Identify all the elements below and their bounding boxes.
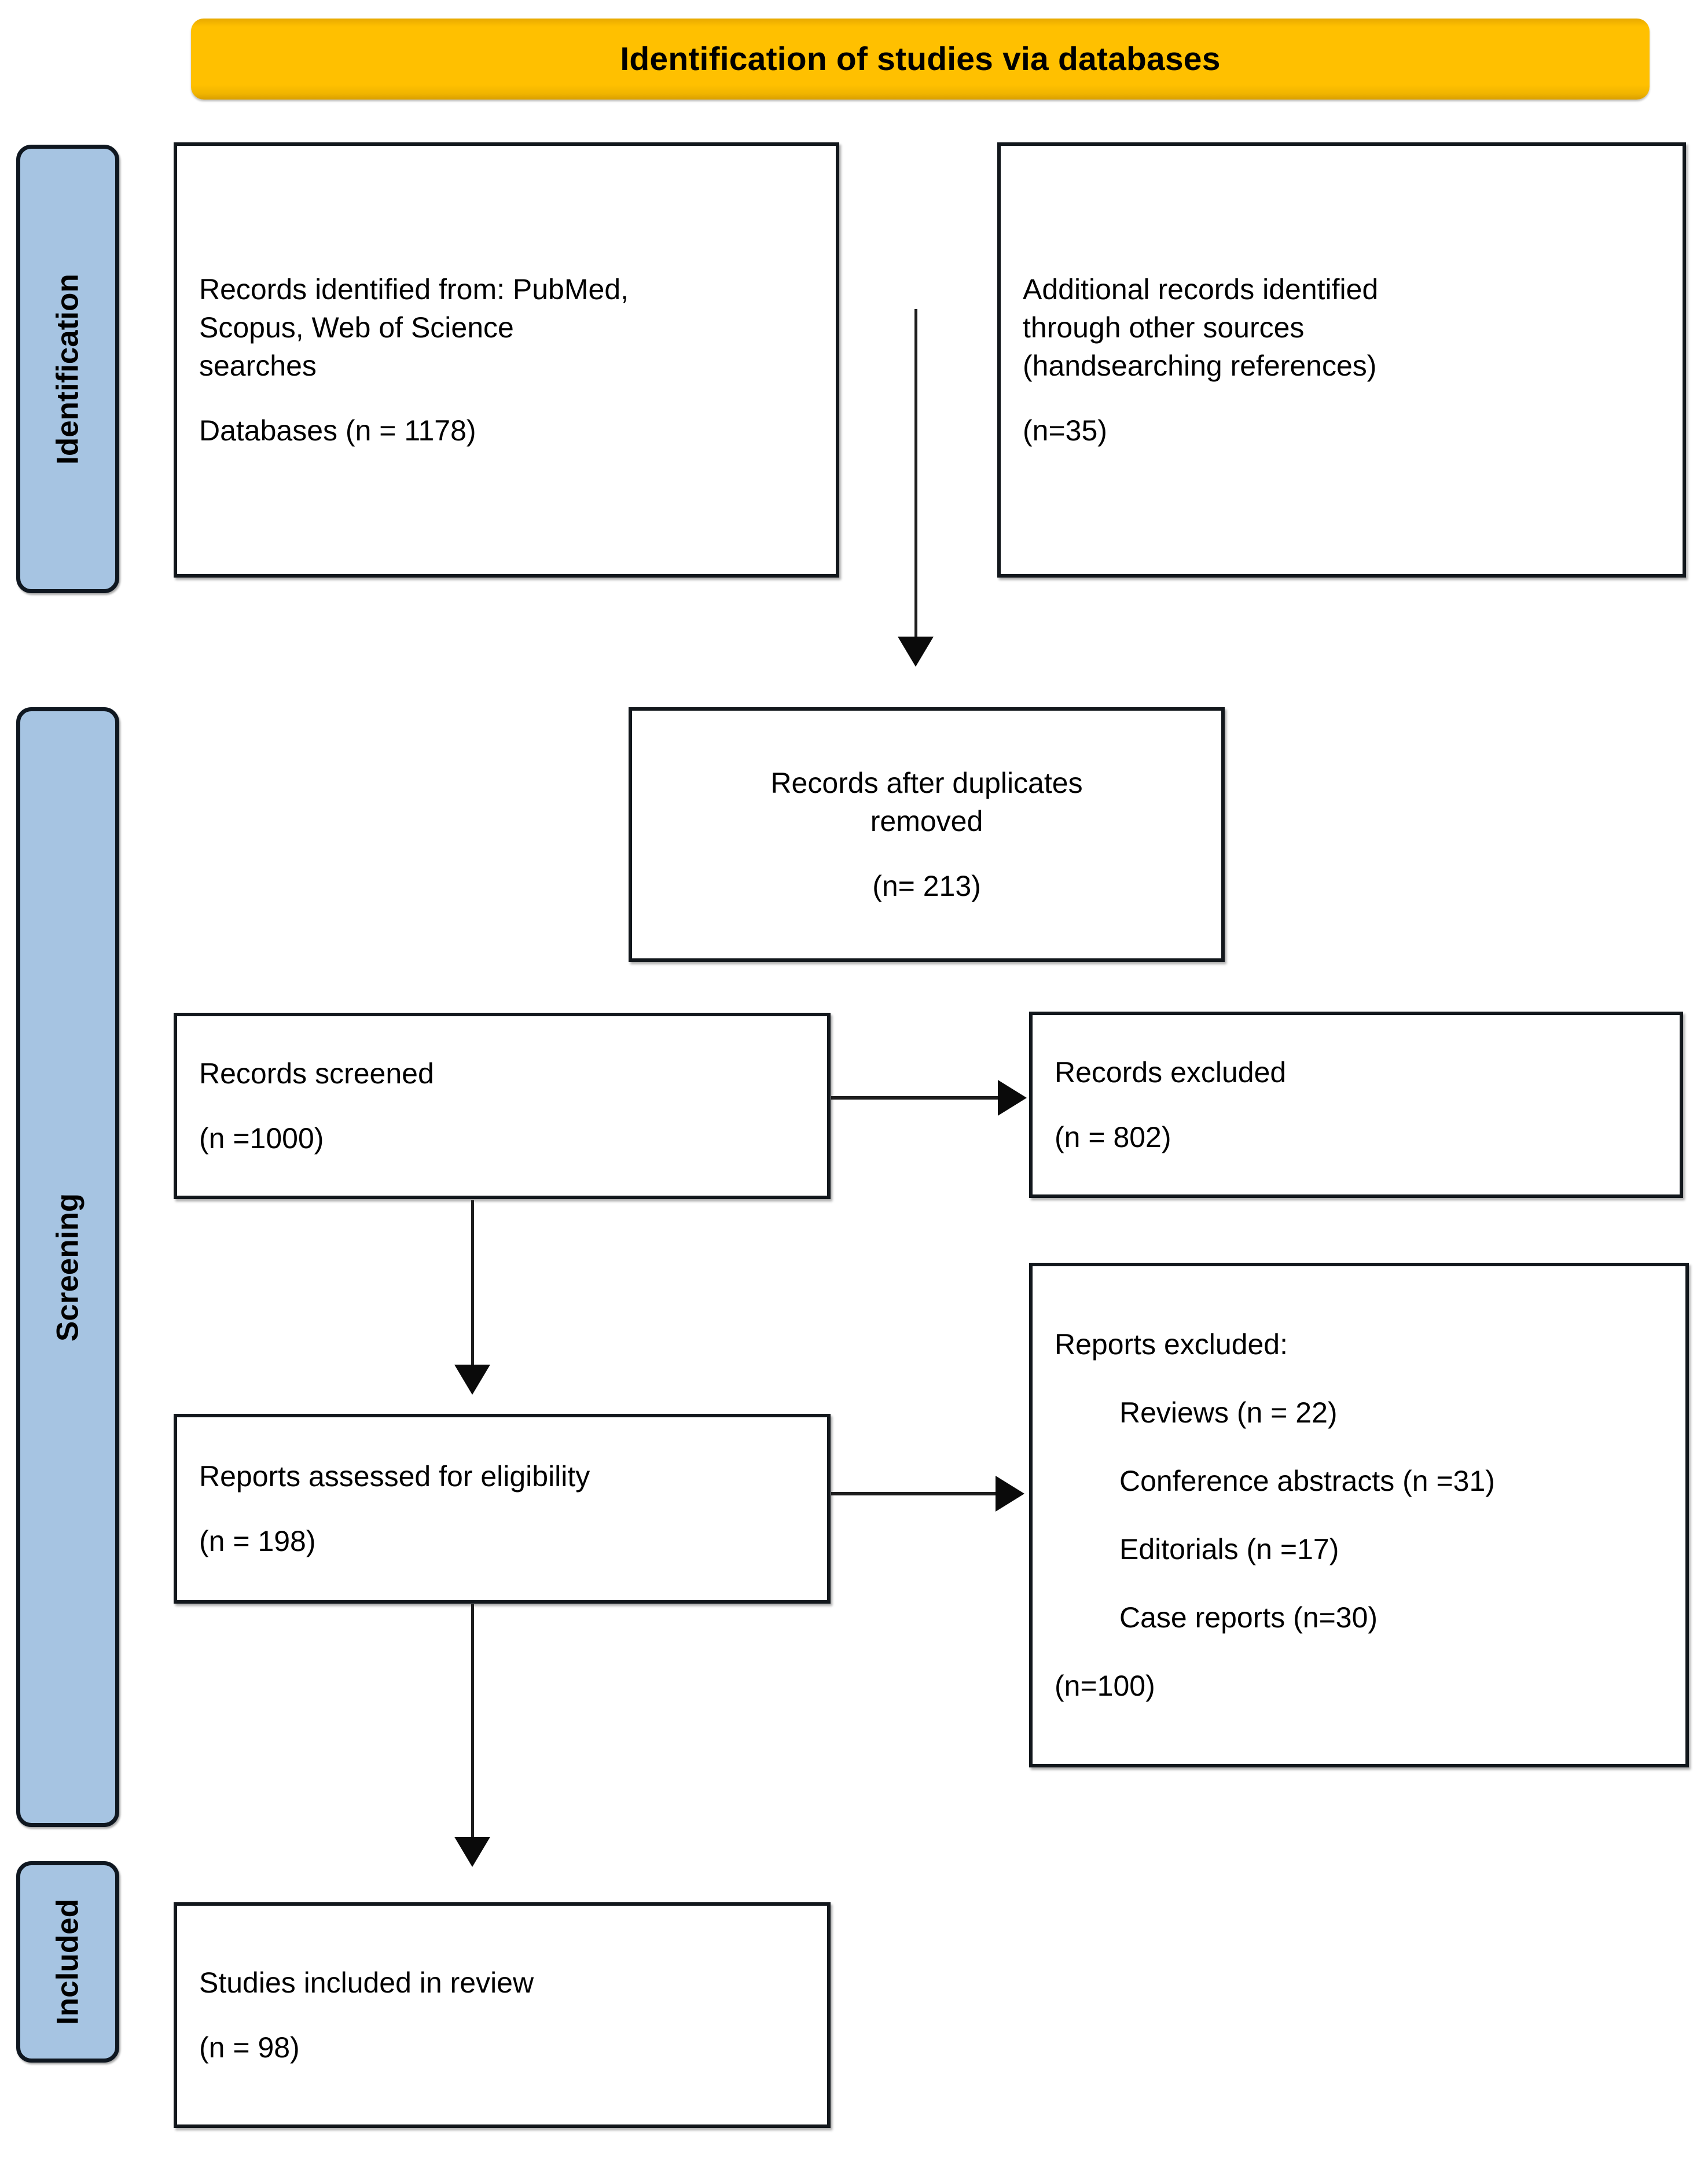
records-excluded-title: Records excluded (1055, 1056, 1287, 1089)
box-additional-records-other-sources: Additional records identified through ot… (997, 142, 1686, 578)
reports-excluded-reason-case-reports: Case reports (n=30) (1119, 1601, 1378, 1634)
arrow-screened-to-eligibility-line (471, 1200, 474, 1368)
arrow-eligibility-to-included-line (471, 1604, 474, 1840)
arrow-screened-to-excluded-line (831, 1096, 999, 1100)
stage-bar-included: Included (16, 1861, 119, 2063)
arrow-other-sources-to-duplicates-head (898, 637, 934, 667)
arrow-eligibility-to-reports-excluded-line (831, 1492, 997, 1495)
studies-included-count: (n = 98) (199, 2031, 300, 2064)
reports-excluded-reason-conference-abstracts: Conference abstracts (n =31) (1119, 1465, 1495, 1497)
eligibility-count: (n = 198) (199, 1525, 316, 1557)
arrow-other-sources-to-duplicates-line (914, 309, 917, 640)
box-studies-included-in-review: Studies included in review (n = 98) (174, 1902, 831, 2128)
box-records-excluded: Records excluded (n = 802) (1029, 1012, 1683, 1198)
box-reports-excluded: Reports excluded: Reviews (n = 22) Confe… (1029, 1263, 1689, 1767)
arrow-screened-to-excluded-head (998, 1080, 1027, 1116)
other-sources-line-2: through other sources (1023, 311, 1305, 344)
arrow-eligibility-to-reports-excluded-head (996, 1476, 1024, 1512)
arrow-eligibility-to-included-head (454, 1837, 490, 1867)
records-excluded-count: (n = 802) (1055, 1121, 1171, 1153)
databases-count: Databases (n = 1178) (199, 414, 476, 447)
box-records-identified-databases: Records identified from: PubMed, Scopus,… (174, 142, 839, 578)
databases-line-3: searches (199, 350, 317, 382)
stage-bar-identification: Identification (16, 145, 119, 593)
header-banner: Identification of studies via databases (191, 19, 1650, 100)
box-records-screened: Records screened (n =1000) (174, 1013, 831, 1199)
other-sources-line-1: Additional records identified (1023, 273, 1379, 306)
reports-excluded-reason-editorials: Editorials (n =17) (1119, 1533, 1339, 1565)
reports-excluded-total: (n=100) (1055, 1670, 1155, 1702)
box-reports-assessed-eligibility: Reports assessed for eligibility (n = 19… (174, 1414, 831, 1604)
records-screened-count: (n =1000) (199, 1122, 324, 1155)
arrow-screened-to-eligibility-head (454, 1365, 490, 1395)
other-sources-count: (n=35) (1023, 414, 1107, 447)
reports-excluded-reason-reviews: Reviews (n = 22) (1119, 1396, 1338, 1429)
other-sources-line-3: (handsearching references) (1023, 350, 1377, 382)
stage-label-identification: Identification (50, 273, 85, 465)
duplicates-line-1: Records after duplicates (770, 767, 1083, 799)
banner-title: Identification of studies via databases (620, 41, 1221, 78)
databases-line-2: Scopus, Web of Science (199, 311, 514, 344)
eligibility-title: Reports assessed for eligibility (199, 1460, 590, 1493)
stage-label-included: Included (50, 1899, 85, 2025)
records-screened-title: Records screened (199, 1057, 434, 1090)
databases-line-1: Records identified from: PubMed, (199, 273, 629, 306)
stage-label-screening: Screening (50, 1193, 85, 1341)
studies-included-title: Studies included in review (199, 1967, 534, 1999)
duplicates-count: (n= 213) (872, 870, 981, 902)
reports-excluded-title: Reports excluded: (1055, 1328, 1288, 1361)
stage-bar-screening: Screening (16, 707, 119, 1827)
box-records-after-duplicates-removed: Records after duplicates removed (n= 213… (629, 707, 1225, 962)
duplicates-line-2: removed (870, 805, 983, 837)
